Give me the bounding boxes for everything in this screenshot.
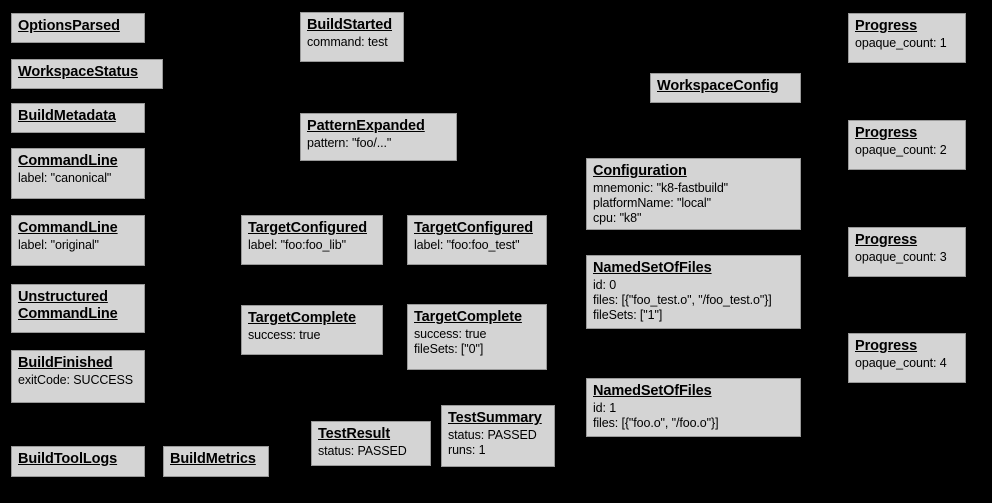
node-title: TargetComplete [414, 309, 522, 325]
node-fields: label: "foo:foo_lib" [248, 238, 376, 253]
node-title: TargetComplete [248, 310, 356, 326]
node-fields: opaque_count: 2 [855, 143, 959, 158]
node-fields: pattern: "foo/..." [307, 136, 450, 151]
node-field: opaque_count: 2 [855, 143, 947, 157]
event-node[interactable]: Progress opaque_count: 2 [848, 120, 966, 170]
event-node[interactable]: WorkspaceConfig [650, 73, 801, 103]
node-field: opaque_count: 4 [855, 356, 947, 370]
node-title: Unstructured CommandLine [18, 289, 118, 322]
node-field: label: "foo:foo_lib" [248, 238, 346, 252]
node-field: exitCode: SUCCESS [18, 373, 134, 387]
node-fields: success: true [248, 328, 376, 343]
node-field: label: "foo:foo_test" [414, 238, 520, 252]
node-title: BuildStarted [307, 17, 393, 33]
node-field: platformName: "local" [593, 196, 711, 210]
node-field: fileSets: ["0"] [414, 342, 484, 356]
node-title: BuildFinished [18, 355, 113, 371]
node-title: WorkspaceStatus [18, 64, 138, 80]
node-title: CommandLine [18, 220, 118, 236]
node-field: opaque_count: 3 [855, 250, 947, 264]
node-title: BuildMetadata [18, 108, 116, 124]
node-fields: label: "original" [18, 238, 138, 253]
node-field: opaque_count: 1 [855, 36, 947, 50]
event-node[interactable]: CommandLine label: "canonical" [11, 148, 145, 199]
node-fields: exitCode: SUCCESS [18, 373, 138, 388]
node-field: cpu: "k8" [593, 211, 642, 225]
node-field: command: test [307, 35, 388, 49]
node-field: status: PASSED [318, 444, 407, 458]
node-field: status: PASSED [448, 428, 537, 442]
node-field: pattern: "foo/..." [307, 136, 392, 150]
node-title: PatternExpanded [307, 118, 425, 134]
node-title: BuildMetrics [170, 451, 256, 467]
event-node[interactable]: TargetComplete success: true [241, 305, 383, 355]
node-fields: command: test [307, 35, 397, 50]
event-node[interactable]: Progress opaque_count: 4 [848, 333, 966, 383]
node-fields: label: "canonical" [18, 171, 138, 186]
node-title: TestSummary [448, 410, 542, 426]
event-node[interactable]: BuildToolLogs [11, 446, 145, 477]
node-title: Progress [855, 338, 918, 354]
node-title: Progress [855, 18, 918, 34]
node-fields: mnemonic: "k8-fastbuild"platformName: "l… [593, 181, 794, 226]
node-title: OptionsParsed [18, 18, 120, 34]
event-node[interactable]: BuildMetadata [11, 103, 145, 133]
node-fields: label: "foo:foo_test" [414, 238, 540, 253]
node-title: Configuration [593, 163, 687, 179]
event-node[interactable]: CommandLine label: "original" [11, 215, 145, 266]
event-node[interactable]: BuildStarted command: test [300, 12, 404, 62]
node-fields: opaque_count: 3 [855, 250, 959, 265]
node-field: id: 0 [593, 278, 617, 292]
node-title: TargetConfigured [414, 220, 533, 236]
node-fields: opaque_count: 1 [855, 36, 959, 51]
node-title: Progress [855, 232, 918, 248]
node-field: mnemonic: "k8-fastbuild" [593, 181, 729, 195]
node-fields: opaque_count: 4 [855, 356, 959, 371]
event-node[interactable]: Configuration mnemonic: "k8-fastbuild"pla… [586, 158, 801, 230]
event-node[interactable]: OptionsParsed [11, 13, 145, 43]
node-field: success: true [414, 327, 487, 341]
node-title: NamedSetOfFiles [593, 260, 712, 276]
node-title: BuildToolLogs [18, 451, 118, 467]
event-node[interactable]: BuildFinished exitCode: SUCCESS [11, 350, 145, 403]
event-node[interactable]: Progress opaque_count: 1 [848, 13, 966, 63]
event-node[interactable]: Unstructured CommandLine [11, 284, 145, 333]
node-title: TargetConfigured [248, 220, 367, 236]
node-title: WorkspaceConfig [657, 78, 779, 94]
node-field: id: 1 [593, 401, 617, 415]
node-field: files: [{"foo_test.o", "/foo_test.o"}] [593, 293, 772, 307]
node-field: files: [{"foo.o", "/foo.o"}] [593, 416, 719, 430]
event-node[interactable]: TargetConfigured label: "foo:foo_lib" [241, 215, 383, 265]
node-field: runs: 1 [448, 443, 486, 457]
event-node[interactable]: BuildMetrics [163, 446, 269, 477]
event-node[interactable]: TestResult status: PASSED [311, 421, 431, 466]
node-title: CommandLine [18, 153, 118, 169]
node-field: success: true [248, 328, 321, 342]
node-title: Progress [855, 125, 918, 141]
node-title: TestResult [318, 426, 391, 442]
node-field: fileSets: ["1"] [593, 308, 663, 322]
node-fields: status: PASSED [318, 444, 424, 459]
node-field: label: "original" [18, 238, 99, 252]
event-node[interactable]: PatternExpanded pattern: "foo/..." [300, 113, 457, 161]
node-title: NamedSetOfFiles [593, 383, 712, 399]
event-node[interactable]: WorkspaceStatus [11, 59, 163, 89]
event-node[interactable]: Progress opaque_count: 3 [848, 227, 966, 277]
event-node[interactable]: TargetConfigured label: "foo:foo_test" [407, 215, 547, 265]
node-field: label: "canonical" [18, 171, 112, 185]
